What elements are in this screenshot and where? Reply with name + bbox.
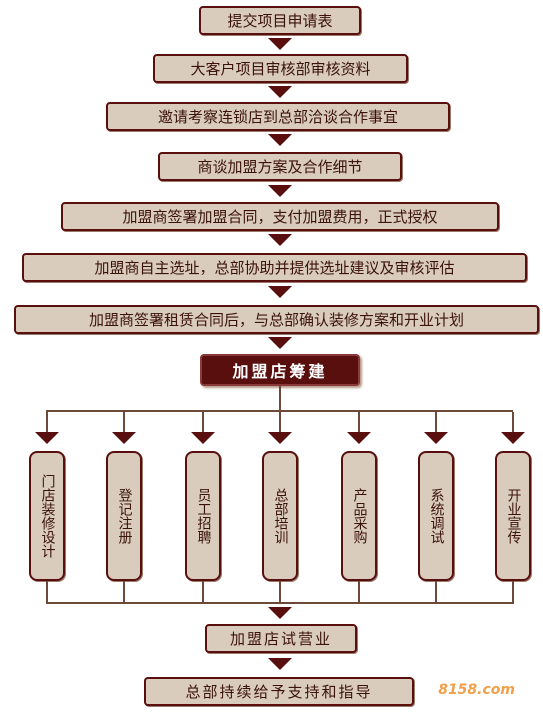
step-ongoing-support: 总部持续给予支持和指导 <box>144 677 414 706</box>
arrow-down-icon <box>191 432 215 444</box>
connector-drop <box>279 412 281 432</box>
step-site-selection: 加盟商自主选址，总部协助并提供选址建议及审核评估 <box>22 253 527 282</box>
connector-drop <box>358 412 360 432</box>
hub-store-construction: 加盟店筹建 <box>200 354 360 386</box>
branch-opening-promotion: 开业宣传 <box>495 451 531 581</box>
arrow-down-icon <box>35 432 59 444</box>
arrow-down-icon <box>268 38 292 50</box>
connector-drop <box>46 412 48 432</box>
arrow-down-icon <box>501 432 525 444</box>
step-negotiate-plan: 商谈加盟方案及合作细节 <box>158 152 402 181</box>
connector-rise <box>279 581 281 603</box>
connector-rise <box>435 581 437 603</box>
site-watermark: 8158.com <box>438 682 515 698</box>
connector-vertical <box>279 386 281 412</box>
branch-system-testing: 系统调试 <box>418 451 454 581</box>
arrow-down-icon <box>268 234 292 246</box>
connector-rise <box>123 581 125 603</box>
branch-product-procurement: 产品采购 <box>341 451 377 581</box>
arrow-down-icon <box>424 432 448 444</box>
connector-drop <box>512 412 514 432</box>
arrow-down-icon <box>268 86 292 98</box>
step-invite-visit: 邀请考察连锁店到总部洽谈合作事宜 <box>106 102 450 131</box>
branch-store-design: 门店装修设计 <box>29 451 65 581</box>
connector-rise <box>202 581 204 603</box>
connector-horizontal-bottom <box>46 602 514 604</box>
arrow-down-icon <box>268 607 292 619</box>
connector-rise <box>46 581 48 603</box>
step-lease-and-renovation: 加盟商签署租赁合同后，与总部确认装修方案和开业计划 <box>14 305 539 334</box>
connector-drop <box>123 412 125 432</box>
arrow-down-icon <box>268 185 292 197</box>
branch-recruitment: 员工招聘 <box>185 451 221 581</box>
arrow-down-icon <box>268 134 292 146</box>
arrow-down-icon <box>112 432 136 444</box>
arrow-down-icon <box>268 432 292 444</box>
connector-drop <box>435 412 437 432</box>
step-trial-operation: 加盟店试营业 <box>205 624 357 653</box>
step-sign-contract: 加盟商签署加盟合同，支付加盟费用，正式授权 <box>61 202 499 231</box>
connector-rise <box>512 581 514 603</box>
connector-horizontal-top <box>46 410 513 412</box>
connector-rise <box>358 581 360 603</box>
connector-drop <box>202 412 204 432</box>
step-submit-application: 提交项目申请表 <box>199 6 361 35</box>
arrow-down-icon <box>268 286 292 298</box>
branch-hq-training: 总部培训 <box>262 451 298 581</box>
arrow-down-icon <box>268 337 292 349</box>
arrow-down-icon <box>268 658 292 670</box>
branch-registration: 登记注册 <box>106 451 142 581</box>
arrow-down-icon <box>347 432 371 444</box>
step-review-materials: 大客户项目审核部审核资料 <box>153 54 408 83</box>
